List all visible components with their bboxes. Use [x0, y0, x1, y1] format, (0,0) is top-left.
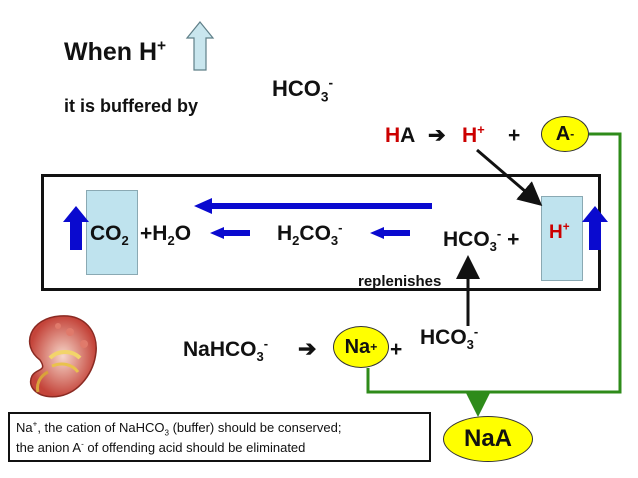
hco3-top: HCO3-	[272, 75, 334, 105]
co2-box	[86, 190, 138, 275]
hco3-bottom-label: HCO3-	[420, 324, 479, 353]
dissociation-ha: HA	[385, 124, 416, 147]
note-box: Na+, the cation of NaHCO3 (buffer) shoul…	[8, 412, 431, 462]
heading: When H+	[64, 38, 166, 67]
note-line-1: Na+, the cation of NaHCO3 (buffer) shoul…	[16, 419, 342, 438]
hco3-chain-label: HCO3- +	[443, 226, 520, 255]
na-oval: Na+	[333, 326, 389, 368]
heading-when: When H	[64, 38, 158, 66]
replenishes-label: replenishes	[358, 273, 442, 290]
co2-label: CO2	[90, 222, 129, 249]
green-line-na	[366, 368, 490, 417]
dissociation-hplus: H+	[462, 122, 485, 147]
anion-oval: A-	[541, 116, 589, 152]
short-blue-arrow-left	[210, 227, 250, 239]
h2o-label: +H2O	[140, 222, 192, 249]
dissociation-arrow: ➔	[428, 124, 446, 147]
kidney-icon	[29, 315, 97, 398]
blue-up-arrow-right	[582, 206, 608, 250]
hbox-label: H+	[549, 220, 570, 243]
nahco3-label: NaHCO3-	[183, 336, 269, 365]
h-diagonal-arrow	[476, 148, 543, 206]
long-blue-arrowhead	[194, 198, 212, 214]
green-line-anion	[478, 132, 622, 394]
short-blue-arrow-right	[370, 227, 410, 239]
blue-up-arrow-left	[63, 206, 89, 250]
subheading: it is buffered by	[64, 96, 199, 116]
nahco3-arrow: ➔	[298, 336, 317, 361]
nahco3-plus: +	[390, 338, 403, 361]
h-box	[541, 196, 583, 281]
product-oval: NaA	[443, 416, 533, 462]
h2co3-label: H2CO3-	[277, 220, 343, 249]
dissociation-plus: +	[508, 124, 521, 147]
heading-plus: +	[157, 37, 167, 55]
note-line-2: the anion A- of offending acid should be…	[16, 439, 306, 455]
